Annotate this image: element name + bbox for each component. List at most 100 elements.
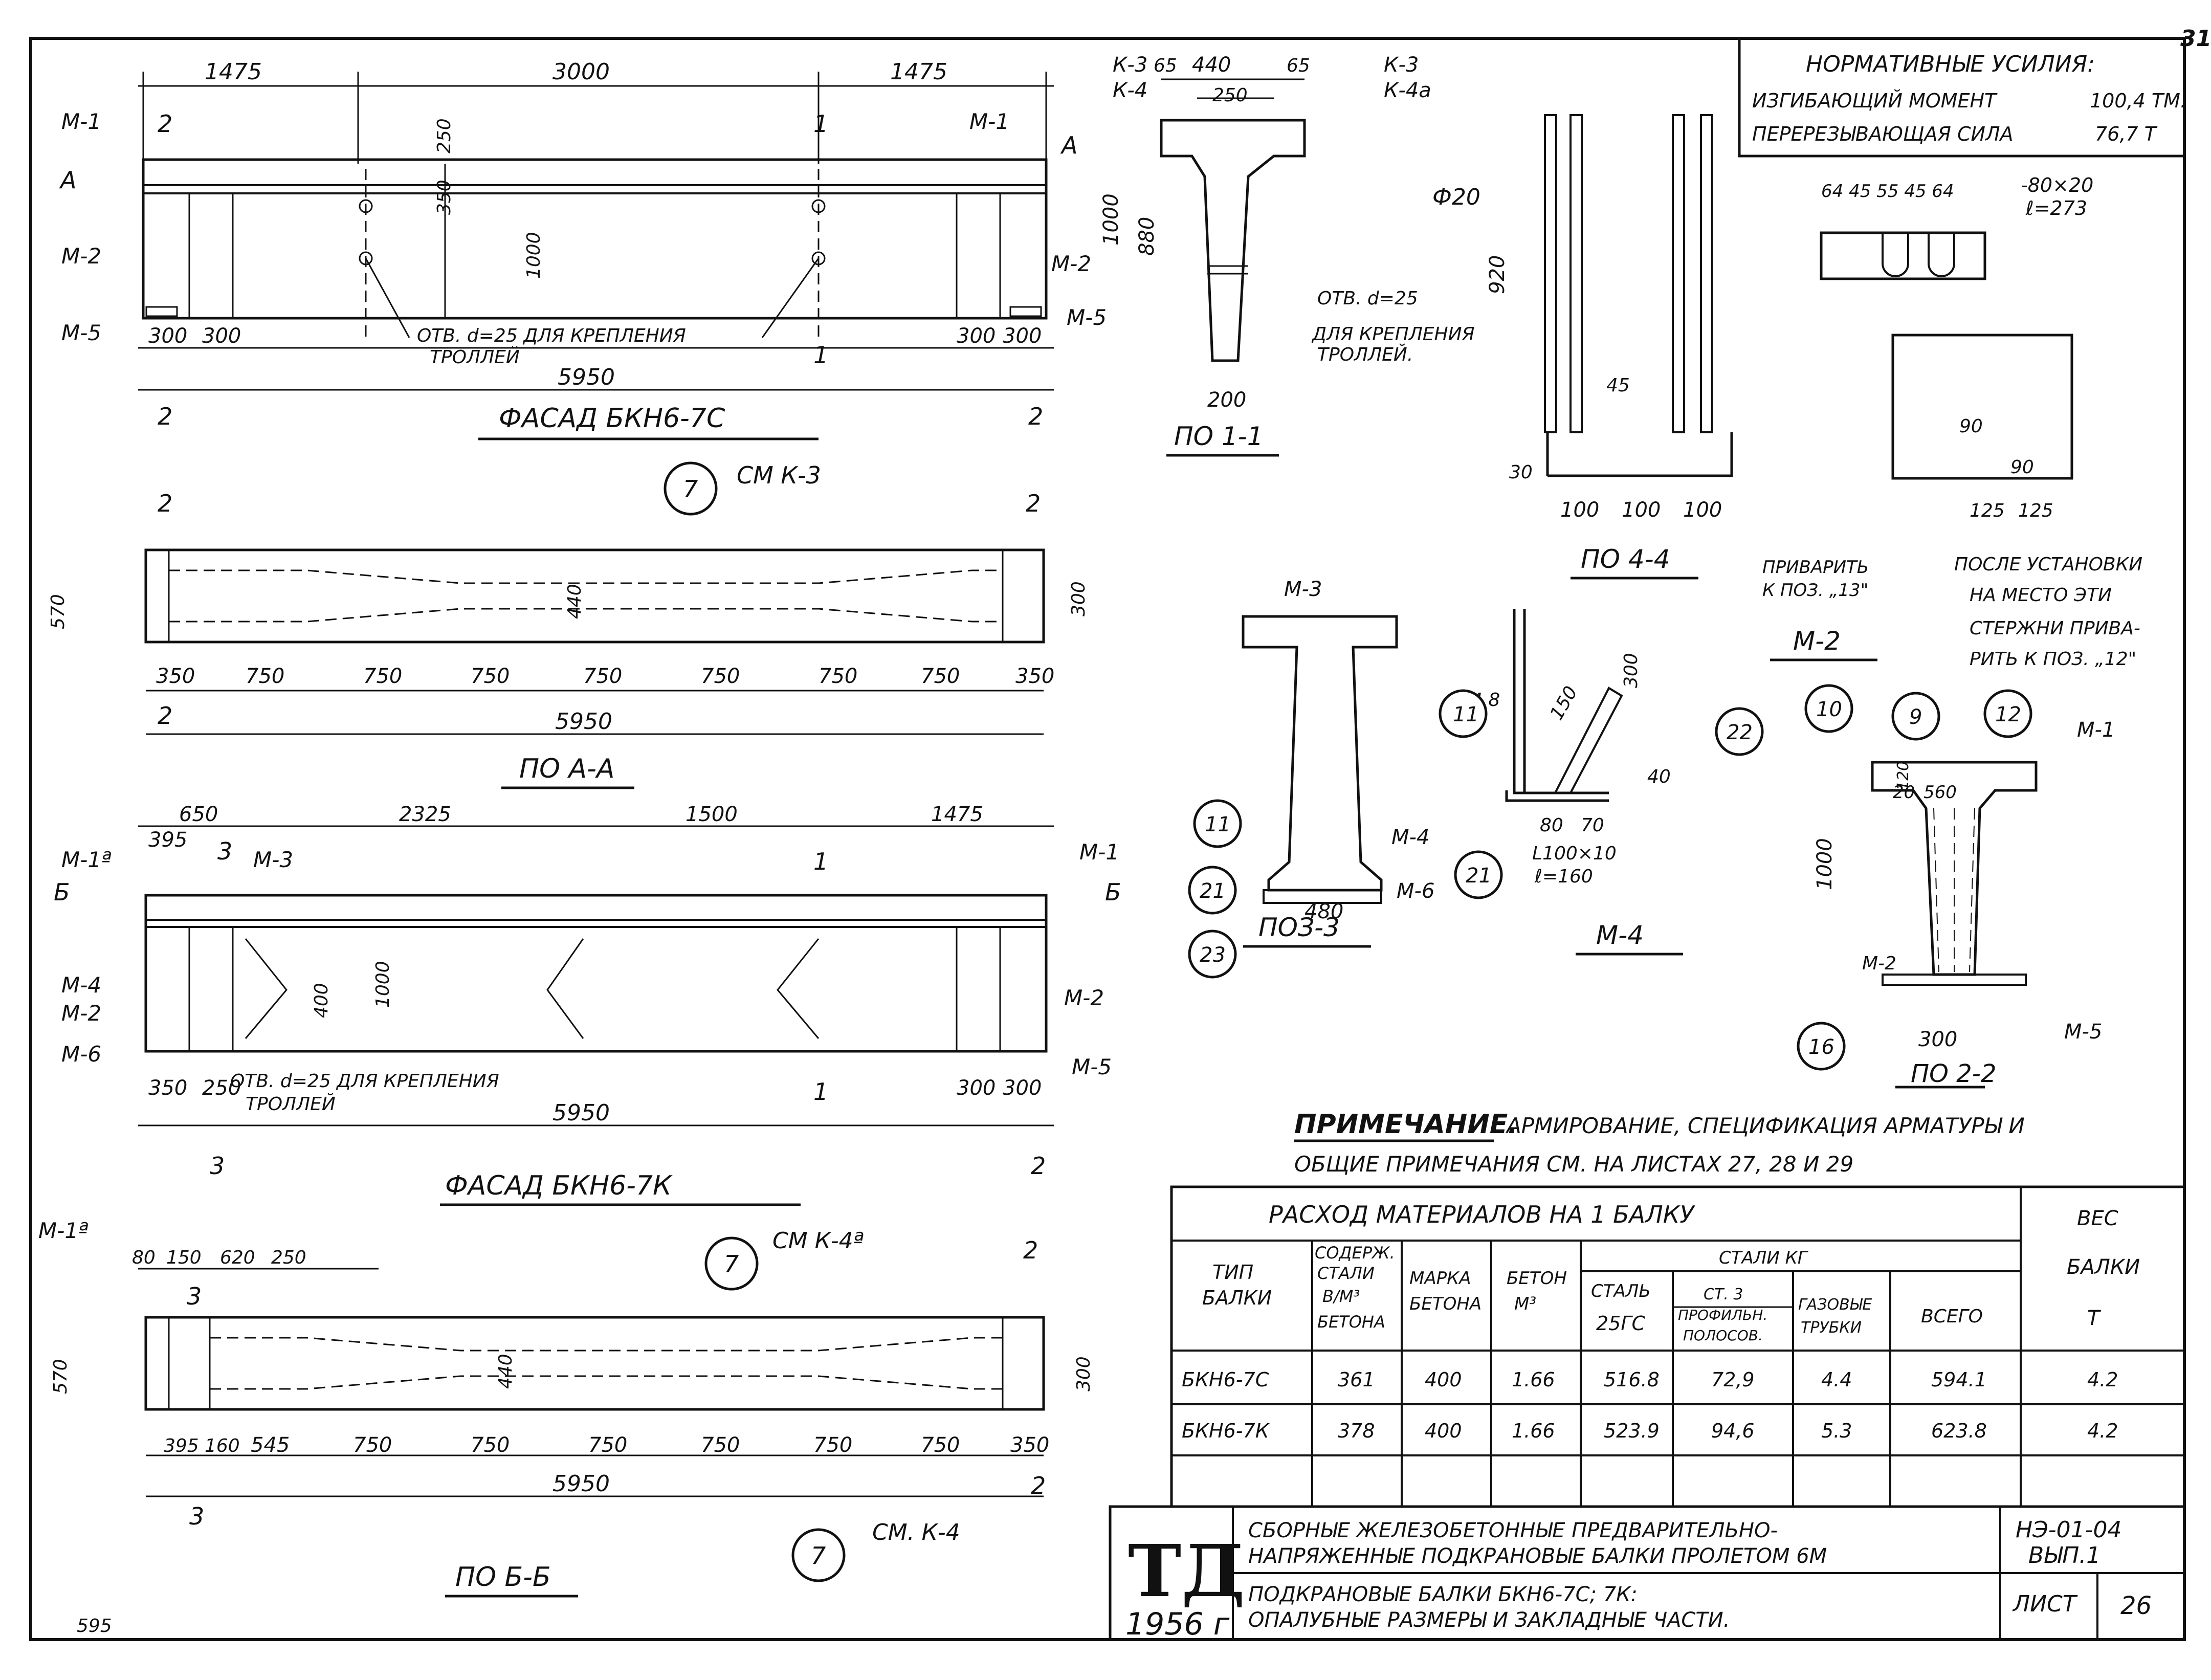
row2-weight: 4.2 (2087, 1420, 2118, 1442)
title-facade-7k: ФАСАД БКН6-7К (445, 1170, 673, 1201)
m4-dim-70: 70 (1581, 815, 1604, 836)
bb-dim-350: 350 (1010, 1433, 1049, 1457)
bb-section-3-bottom: 3 (189, 1502, 204, 1530)
bar-phi20: Ф20 (1432, 184, 1480, 210)
dim-65-left: 65 (1154, 55, 1177, 76)
view-b-b: 80 150 620 250 395 160 545 750 750 750 7… (38, 1218, 1094, 1637)
m4-angle-length: ℓ=160 (1534, 866, 1593, 887)
k-mark-m6: М-6 (61, 1042, 101, 1067)
title-view-b-b: ПО Б-Б (455, 1562, 551, 1593)
bb-section-2-top: 2 (1023, 1236, 1038, 1264)
forces-shear-value: 76,7 Т (2095, 123, 2158, 145)
bb-dim-5950: 5950 (552, 1471, 610, 1497)
mark-m5-right: М-5 (1067, 305, 1107, 330)
hole-note-line1: ОТВ. d=25 ДЛЯ КРЕПЛЕНИЯ (417, 325, 686, 346)
bb-dim-250: 250 (271, 1247, 306, 1268)
weight-header-1: ВЕС (2077, 1207, 2118, 1230)
row2-concrete: 1.66 (1512, 1420, 1555, 1442)
table-row: БКН6-7К 378 400 1.66 523.9 94,6 5.3 623.… (1182, 1420, 2118, 1442)
forces-moment-label: ИЗГИБАЮЩИЙ МОМЕНТ (1752, 90, 1998, 112)
bb-dim-750-2: 750 (471, 1433, 510, 1457)
row1-weight: 4.2 (2087, 1368, 2118, 1391)
section-4-4: Ф20 920 100 100 100 45 30 ПО 4-4 (1432, 114, 1733, 580)
header-grade-1: МАРКА (1409, 1268, 1471, 1289)
materials-table: РАСХОД МАТЕРИАЛОВ НА 1 БАЛКУ ВЕС БАЛКИ Т… (1170, 1185, 2186, 1508)
dim-300-d: 300 (1003, 324, 1042, 348)
k-dim-300-b: 300 (1003, 1076, 1042, 1100)
k-dim-2325: 2325 (399, 803, 451, 826)
aa-section-2-right: 2 (1026, 490, 1041, 517)
bb-dim-300: 300 (1073, 1356, 1094, 1391)
row1-st3: 72,9 (1711, 1368, 1755, 1391)
forces-moment-value: 100,4 ТМ. (2090, 90, 2186, 112)
k-mark-m5-right: М-5 (1072, 1054, 1112, 1079)
dim-45: 45 (1606, 375, 1630, 396)
dim-250: 250 (434, 118, 455, 153)
k-section-b-right: Б (1105, 878, 1121, 906)
dim-920: 920 (1486, 255, 1509, 294)
corner-number: 595 (77, 1616, 112, 1637)
bb-dim-750-6: 750 (921, 1433, 960, 1457)
poz3-balloon-21: 21 (1200, 879, 1226, 903)
title-line4: ОПАЛУБНЫЕ РАЗМЕРЫ И ЗАКЛАДНЫЕ ЧАСТИ. (1248, 1608, 1730, 1632)
facade-7k: 650 2325 1500 1475 395 ОТВ. d=25 ДЛЯ КРЕ… (54, 803, 1121, 1206)
view-a-a: 350 750 750 750 750 750 750 750 350 5950… (48, 461, 1089, 789)
dim-top-left: 1475 (205, 59, 262, 85)
forces-title: НОРМАТИВНЫЕ УСИЛИЯ: (1806, 51, 2095, 77)
mark-m1-right: М-1 (969, 109, 1009, 134)
mark-k3-right: К-3 (1384, 53, 1419, 77)
section-mark-a-right: А (1060, 131, 1077, 159)
section-mark-a: А (59, 166, 76, 194)
header-concrete-2: М³ (1514, 1294, 1536, 1314)
mark-k4a: К-4а (1384, 79, 1431, 102)
title-facade-7s: ФАСАД БКН6-7С (499, 403, 725, 434)
dim-880: 880 (1135, 217, 1159, 256)
materials-title: РАСХОД МАТЕРИАЛОВ НА 1 БАЛКУ (1269, 1201, 1695, 1228)
mark-m2-left: М-2 (61, 244, 101, 269)
row2-total: 623.8 (1931, 1420, 1987, 1442)
m4-dim-80: 80 (1540, 815, 1563, 836)
k-dim-400: 400 (311, 983, 332, 1018)
header-st3-3: ПОЛОСОВ. (1683, 1327, 1763, 1344)
dim-350: 350 (434, 180, 455, 215)
row1-steel-25gs: 516.8 (1604, 1368, 1660, 1391)
row2-grade: 400 (1425, 1420, 1462, 1442)
header-content-4: БЕТОНА (1317, 1312, 1385, 1332)
poz3-mark-m6: М-6 (1397, 879, 1434, 903)
row1-grade: 400 (1425, 1368, 1462, 1391)
bb-dim-750-3: 750 (588, 1433, 627, 1457)
dim-100-c: 100 (1683, 498, 1722, 522)
bb-dim-750-4: 750 (701, 1433, 740, 1457)
m4-balloon-21: 21 (1466, 864, 1492, 888)
m4-balloon-11: 11 (1453, 703, 1479, 726)
note-label: ПРИМЕЧАНИЕ. (1294, 1109, 1518, 1140)
section-1-bottom: 1 (813, 341, 828, 369)
title-block: ТД 1956 г СБОРНЫЕ ЖЕЛЕЗОБЕТОННЫЕ ПРЕДВАР… (1109, 1505, 2186, 1642)
title-section-1-1: ПО 1-1 (1174, 422, 1264, 451)
row1-type: БКН6-7С (1182, 1368, 1269, 1391)
row2-st3: 94,6 (1711, 1420, 1755, 1442)
bb-dim-750-1: 750 (353, 1433, 392, 1457)
title-m4: М-4 (1596, 920, 1644, 950)
bb-dim-160: 160 (205, 1435, 240, 1456)
k-section-3-bottom: 3 (210, 1152, 225, 1180)
m2-after-note-4: РИТЬ К ПОЗ. „12" (1970, 649, 2136, 670)
k-dim-1000: 1000 (372, 961, 393, 1008)
header-st3-2: ПРОФИЛЬН. (1678, 1307, 1767, 1323)
title-line1: СБОРНЫЕ ЖЕЛЕЗОБЕТОННЫЕ ПРЕДВАРИТЕЛЬНО- (1248, 1519, 1778, 1542)
k-section-2-bottom: 2 (1031, 1152, 1046, 1180)
title-line2: НАПРЯЖЕННЫЕ ПОДКРАНОВЫЕ БАЛКИ ПРОЛЕТОМ 6… (1248, 1544, 1827, 1568)
k-mark-m1-right: М-1 (1079, 839, 1119, 865)
poz3-balloon-11: 11 (1205, 813, 1231, 836)
detail-m2: 64 45 55 45 64 -80×20 ℓ=273 90 90 125 12… (1762, 174, 2142, 670)
hole-note-2: ДЛЯ КРЕПЛЕНИЯ (1311, 324, 1475, 345)
dim-250: 250 (1212, 85, 1248, 106)
k-mark-m4: М-4 (61, 972, 101, 998)
aa-dim-440: 440 (564, 584, 585, 619)
m2-plate-length: ℓ=273 (2025, 197, 2087, 219)
weight-header-2: БАЛКИ (2067, 1255, 2140, 1279)
bb-dim-395: 395 (164, 1435, 199, 1456)
bb-dim-80: 80 (132, 1247, 156, 1268)
k-section-3-top: 3 (217, 837, 232, 865)
k-hole-note-2: ТРОЛЛЕЙ (246, 1093, 336, 1115)
